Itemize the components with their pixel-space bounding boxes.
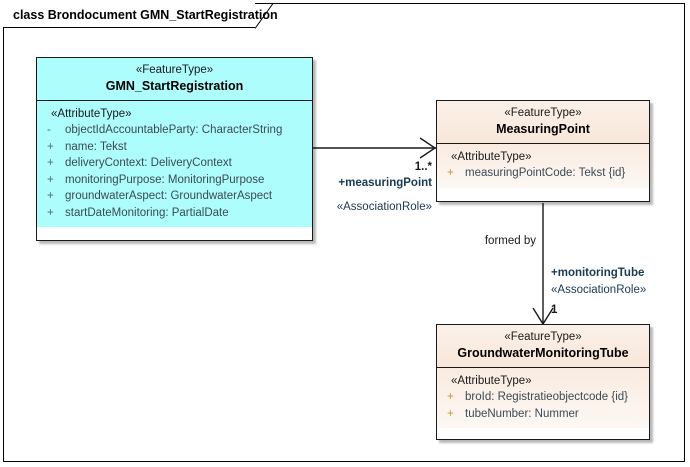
- association-stereotype-monitoringtube: «AssociationRole»: [551, 284, 647, 296]
- attribute-text: objectIdAccountableParty: CharacterStrin…: [65, 124, 283, 136]
- class-name: GroundwaterMonitoringTube: [457, 346, 629, 360]
- attribute-row: + tubeNumber: Nummer: [439, 406, 647, 423]
- association-name-formed-by: formed by: [484, 235, 536, 247]
- class-name: GMN_StartRegistration: [105, 79, 244, 93]
- attribute-text: name: Tekst: [65, 140, 127, 153]
- visibility-marker: +: [47, 206, 54, 219]
- attribute-text: measuringPointCode: Tekst {id}: [465, 167, 626, 179]
- attribute-compartment-stereotype: «AttributeType»: [51, 108, 132, 120]
- class-attributes: «AttributeType» + measuringPointCode: Te…: [437, 144, 649, 188]
- attribute-compartment-stereotype: «AttributeType»: [451, 151, 532, 163]
- class-attributes: «AttributeType» + broId: Registratieobje…: [437, 368, 649, 428]
- attribute-row: + monitoringPurpose: MonitoringPurpose: [39, 172, 310, 189]
- class-stereotype: «FeatureType»: [504, 331, 582, 343]
- association-multiplicity-measuringpoint: 1..*: [414, 161, 432, 173]
- class-header: «FeatureType» GMN_StartRegistration: [37, 58, 312, 101]
- attribute-text: groundwaterAspect: GroundwaterAspect: [65, 190, 273, 202]
- class-measuring-point[interactable]: «FeatureType» MeasuringPoint «AttributeT…: [436, 100, 650, 202]
- attribute-row: + measuringPointCode: Tekst {id}: [439, 165, 647, 182]
- diagram-frame: [3, 3, 685, 462]
- attribute-text: startDateMonitoring: PartialDate: [65, 206, 229, 219]
- diagram-tab-slant-icon: [255, 3, 274, 29]
- class-stereotype: «FeatureType»: [504, 107, 582, 119]
- diagram-title-tab: class Brondocument GMN_StartRegistration: [3, 3, 278, 28]
- attribute-row: + startDateMonitoring: PartialDate: [39, 205, 310, 222]
- attribute-text: tubeNumber: Nummer: [465, 407, 579, 420]
- attribute-text: broId: Registratieobjectcode {id}: [465, 391, 629, 403]
- attribute-row: - objectIdAccountableParty: CharacterStr…: [39, 122, 310, 139]
- association-role-monitoringtube: +monitoringTube: [551, 267, 645, 279]
- class-header: «FeatureType» GroundwaterMonitoringTube: [437, 325, 649, 368]
- class-attributes: «AttributeType» - objectIdAccountablePar…: [37, 101, 312, 227]
- attribute-compartment-stereotype: «AttributeType»: [451, 375, 532, 387]
- class-header: «FeatureType» MeasuringPoint: [437, 101, 649, 144]
- class-gmn-start-registration[interactable]: «FeatureType» GMN_StartRegistration «Att…: [36, 57, 313, 241]
- attribute-row: + deliveryContext: DeliveryContext: [39, 155, 310, 172]
- class-stereotype: «FeatureType»: [135, 64, 214, 76]
- visibility-marker: +: [447, 167, 454, 179]
- diagram-title: class Brondocument GMN_StartRegistration: [13, 8, 278, 22]
- visibility-marker: -: [47, 124, 51, 136]
- visibility-marker: +: [447, 407, 454, 420]
- visibility-marker: +: [47, 190, 54, 202]
- visibility-marker: +: [47, 140, 54, 153]
- attribute-text: monitoringPurpose: MonitoringPurpose: [65, 173, 265, 186]
- association-role-measuringpoint: +measuringPoint: [338, 177, 432, 189]
- class-name: MeasuringPoint: [496, 122, 590, 136]
- attribute-row: + groundwaterAspect: GroundwaterAspect: [39, 188, 310, 205]
- visibility-marker: +: [47, 157, 54, 169]
- attribute-row: + broId: Registratieobjectcode {id}: [439, 389, 647, 406]
- association-multiplicity-monitoringtube: 1: [551, 304, 558, 316]
- attribute-row: + name: Tekst: [39, 139, 310, 156]
- association-stereotype-measuringpoint: «AssociationRole»: [336, 201, 432, 213]
- class-groundwater-monitoring-tube[interactable]: «FeatureType» GroundwaterMonitoringTube …: [436, 324, 650, 440]
- visibility-marker: +: [47, 173, 54, 186]
- visibility-marker: +: [447, 391, 454, 403]
- attribute-text: deliveryContext: DeliveryContext: [65, 157, 232, 169]
